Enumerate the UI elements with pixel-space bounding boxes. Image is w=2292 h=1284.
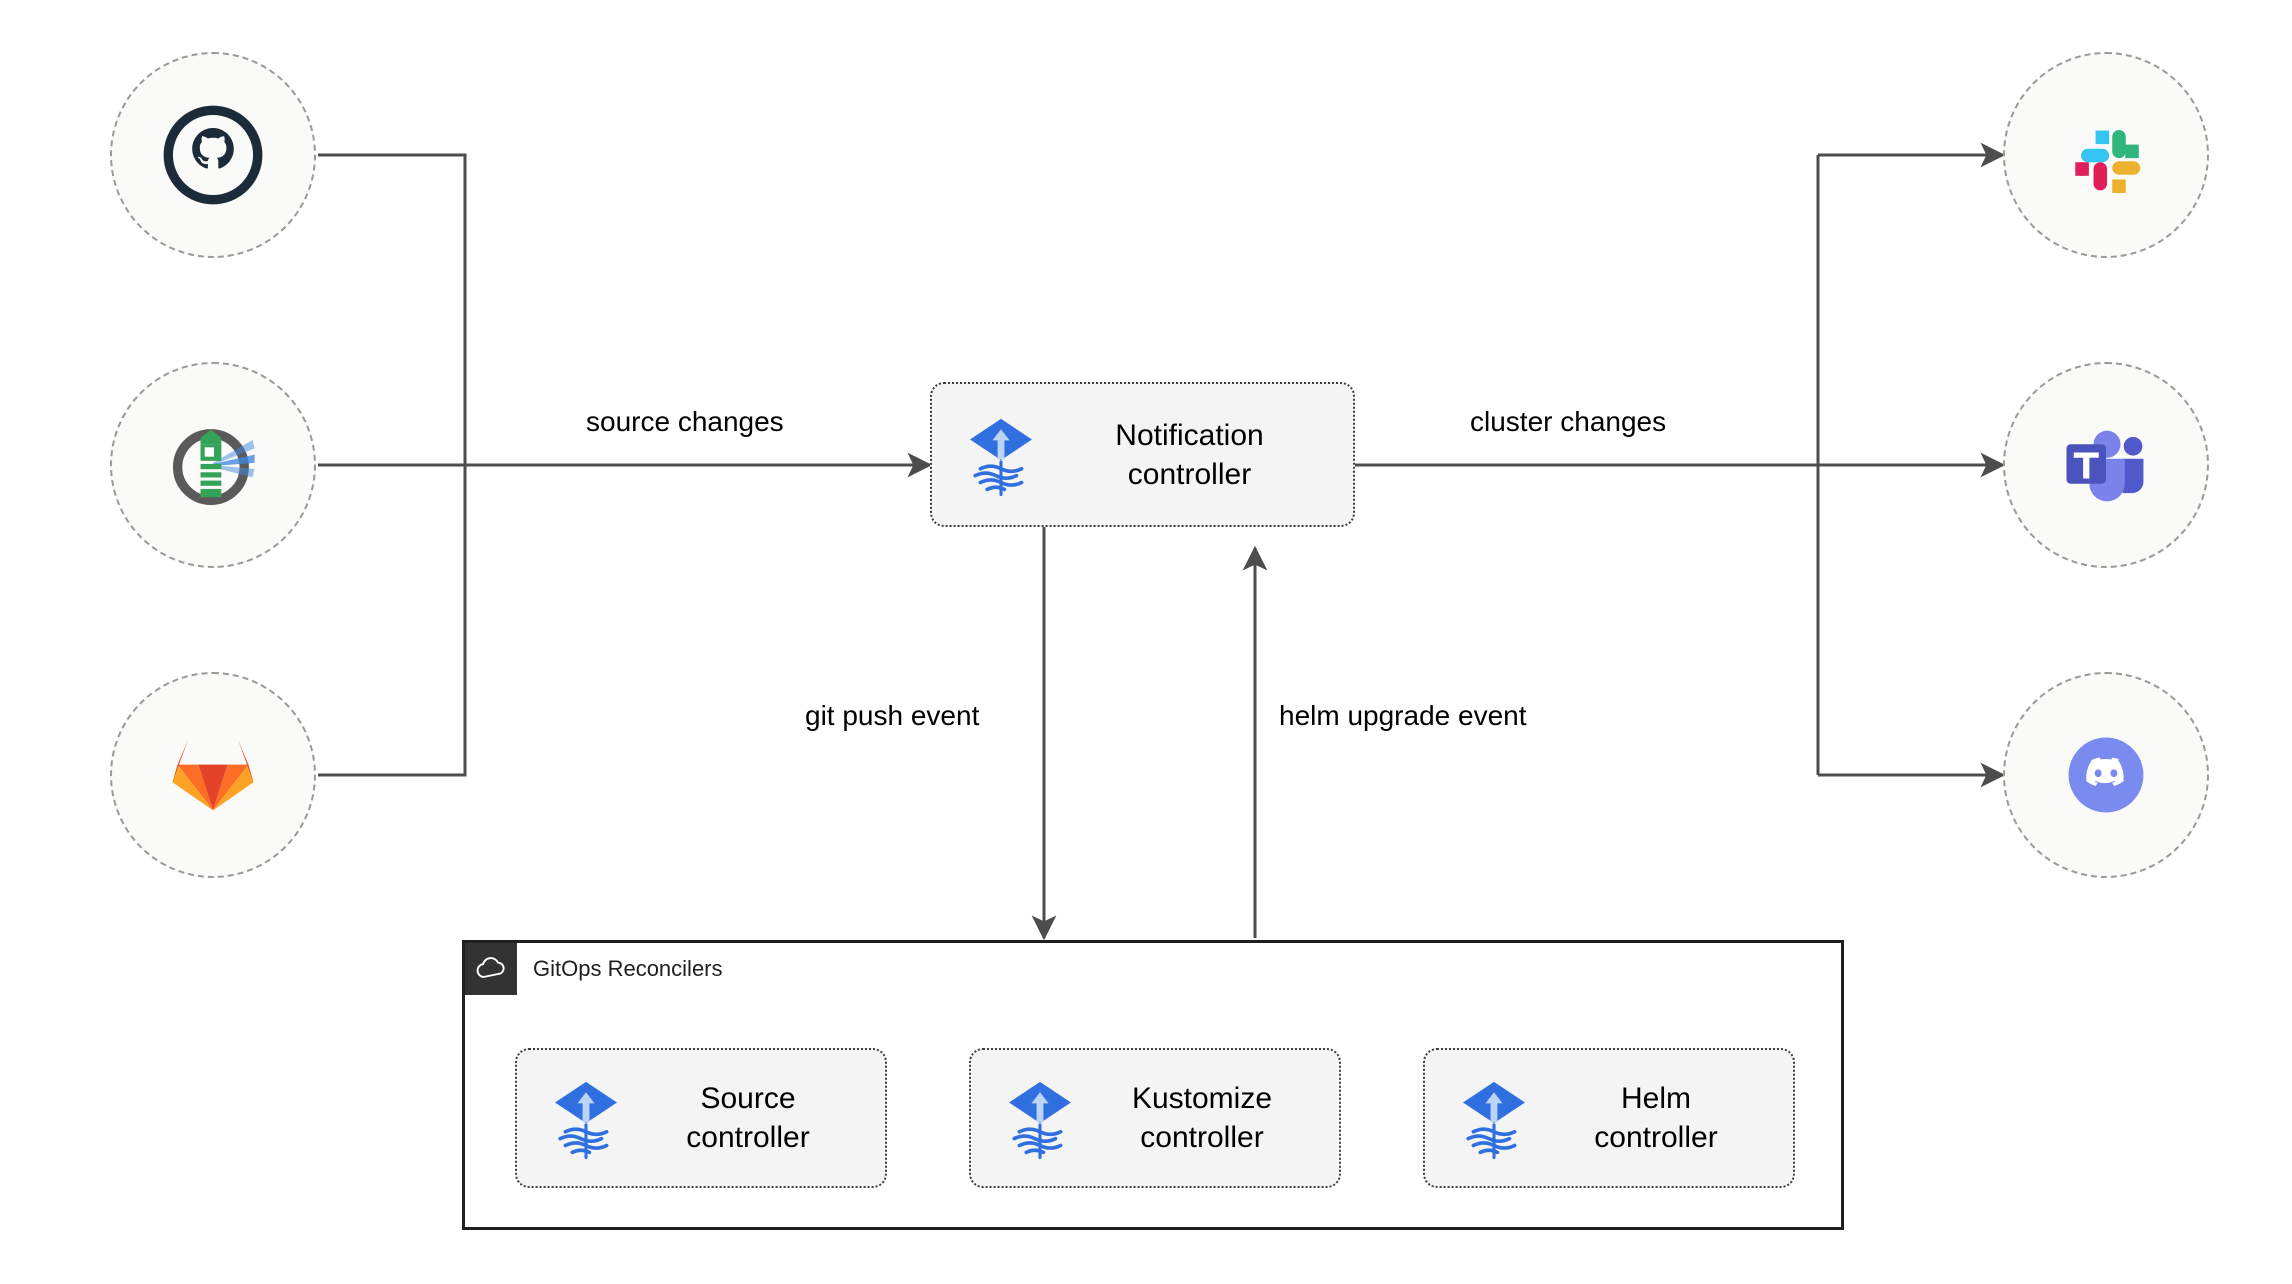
source-node-gitlab[interactable] [110, 672, 316, 878]
kustomize-controller-label: Kustomize controller [1131, 1082, 1273, 1154]
kustomize-controller-node[interactable]: Kustomize controller [969, 1048, 1341, 1188]
edge-label-source-changes: source changes [578, 404, 792, 440]
destination-node-slack[interactable] [2003, 52, 2209, 258]
helm-controller-label: Helm controller [1594, 1082, 1718, 1154]
ms-teams-icon [2066, 430, 2144, 502]
source-node-github[interactable] [110, 52, 316, 258]
flux-logo-icon [1009, 1081, 1071, 1160]
cloud-icon-tile [465, 943, 517, 995]
notification-controller-label: Notification controller [1115, 418, 1264, 491]
gitlab-icon [172, 739, 254, 811]
gitops-group-header: GitOps Reconcilers [465, 943, 723, 995]
source-controller-node[interactable]: Source controller [515, 1048, 887, 1188]
flux-lighthouse-icon [172, 429, 255, 506]
edge-label-git-push-event: git push event [797, 698, 988, 734]
destination-node-discord[interactable] [2003, 672, 2209, 878]
flux-logo-icon [1463, 1081, 1525, 1160]
edge-label-helm-upgrade-event: helm upgrade event [1271, 698, 1535, 734]
destination-node-teams[interactable] [2003, 362, 2209, 568]
slack-icon [2075, 130, 2141, 193]
source-controller-label: Source controller [686, 1082, 810, 1154]
flux-logo-icon [555, 1081, 617, 1160]
flux-logo-icon [970, 418, 1032, 496]
helm-controller-node[interactable]: Helm controller [1423, 1048, 1795, 1188]
source-node-flux[interactable] [110, 362, 316, 568]
cloud-icon [476, 957, 505, 978]
edge-label-cluster-changes: cluster changes [1462, 404, 1675, 440]
discord-icon [2068, 737, 2144, 813]
github-icon [163, 105, 263, 205]
notification-controller-node[interactable]: Notification controller [930, 382, 1355, 527]
gitops-group-title: GitOps Reconcilers [533, 956, 723, 981]
gitops-reconcilers-group: GitOps Reconcilers Source controller [462, 940, 1844, 1230]
